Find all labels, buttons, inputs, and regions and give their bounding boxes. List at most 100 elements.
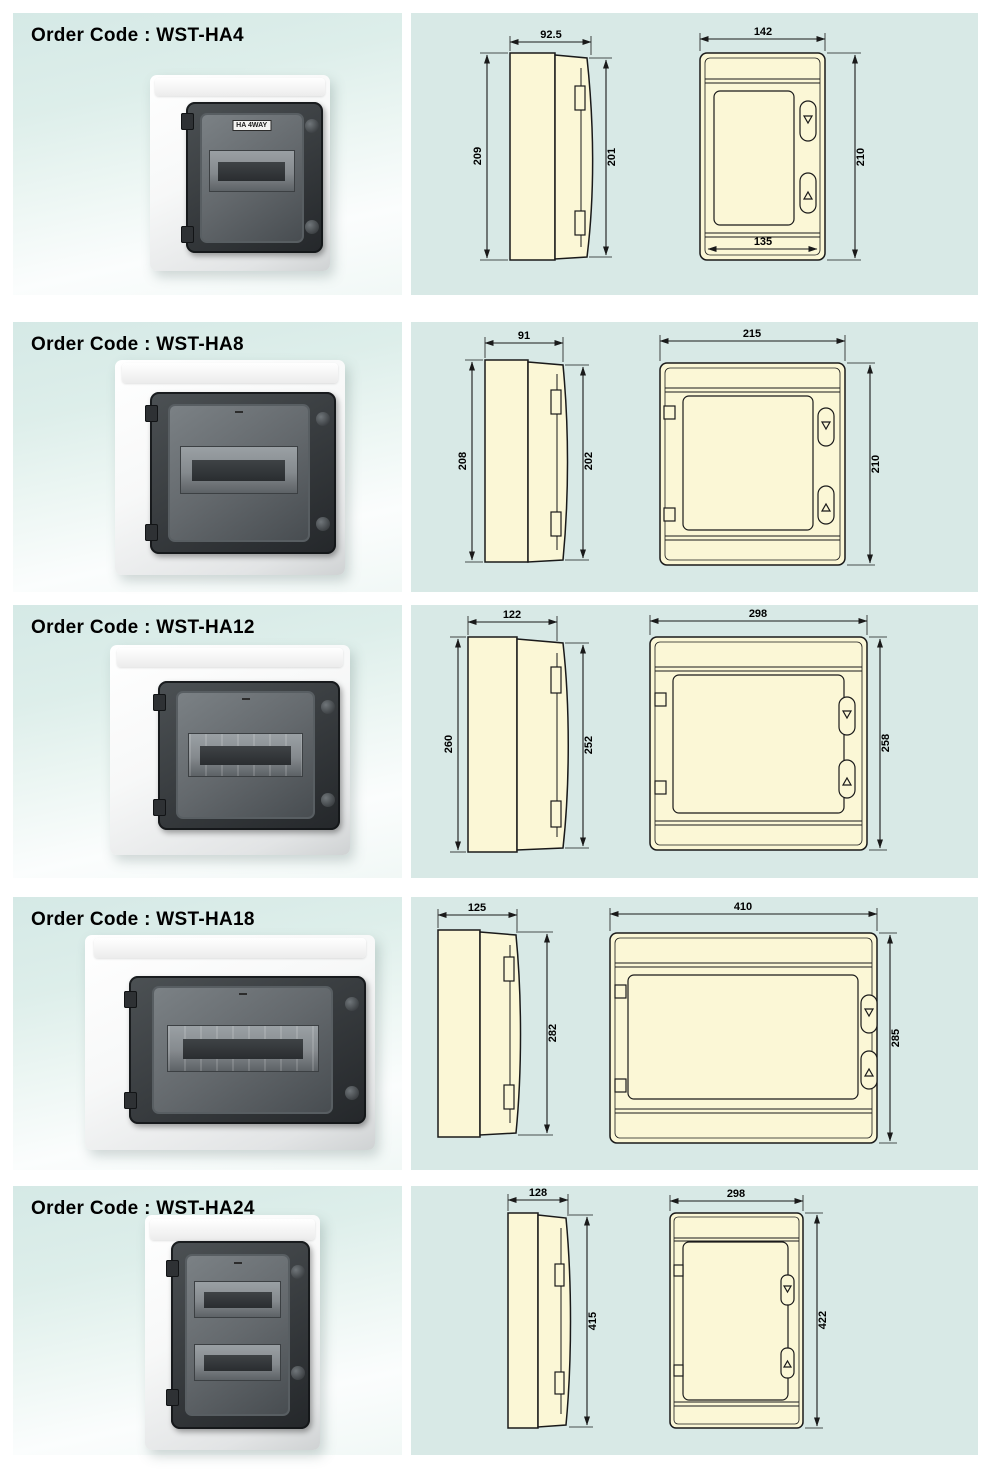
front-width-dim: 298: [749, 608, 767, 620]
door-window: [166, 1025, 319, 1072]
side-height-right-dim: 202: [583, 452, 595, 470]
hinge: [153, 694, 166, 712]
front-width-dim: 142: [754, 26, 772, 38]
breaker-strip: [200, 745, 292, 766]
door-frame: [152, 986, 334, 1114]
side-height-right-dim: 201: [606, 148, 618, 166]
technical-drawing-ha24: 128 415: [507, 1187, 829, 1429]
side-width-dim: 128: [529, 1187, 547, 1199]
front-view: 142 210 135: [699, 26, 867, 261]
front-view: 410 285: [609, 901, 902, 1144]
latch: [291, 1365, 306, 1380]
front-height-dim: 258: [880, 734, 892, 752]
door-frame: HA 4WAY: [199, 113, 304, 243]
front-height-dim: 210: [855, 148, 867, 166]
product-panel: Order Code : WST-HA4 HA 4WAY: [13, 13, 402, 295]
breaker-strip: [192, 459, 286, 481]
product-row-ha12: Order Code : WST-HA12: [0, 605, 1000, 878]
side-height-left-dim: 260: [443, 735, 455, 753]
enclosure-lid: [150, 1218, 315, 1240]
breaker-strip: [182, 1038, 303, 1060]
latch: [320, 700, 335, 715]
hinge: [144, 523, 158, 541]
enclosure-body: [85, 935, 375, 1150]
front-height-dim: 422: [817, 1311, 829, 1329]
enclosure-door: HA 4WAY: [181, 102, 323, 254]
product-photo: [110, 645, 350, 855]
product-photo: [145, 1215, 320, 1450]
side-height-left-dim: 208: [457, 452, 469, 470]
latch-arrow-down: [782, 1285, 793, 1294]
side-view: 125 282: [437, 902, 559, 1138]
latch: [320, 793, 335, 808]
door-label: [238, 993, 247, 996]
side-width-dim: 125: [468, 902, 486, 914]
latch: [345, 996, 360, 1011]
latch: [316, 411, 331, 426]
enclosure-door: [123, 975, 367, 1125]
front-width-dim: 215: [743, 328, 761, 340]
enclosure-door: [166, 1240, 310, 1429]
order-code-title: Order Code : WST-HA12: [31, 617, 255, 638]
door-frame: [185, 1254, 291, 1416]
door-window: [194, 1281, 282, 1318]
drawing-panel: 92.5 209 201: [411, 13, 978, 295]
door-label: [234, 410, 243, 413]
latch-arrow-down: [841, 710, 853, 720]
enclosure-body: [145, 1215, 320, 1450]
drawing-panel: 125 282: [411, 897, 978, 1170]
front-view: 298 258: [649, 608, 892, 851]
hinge: [123, 1092, 137, 1110]
product-row-ha8: Order Code : WST-HA8: [0, 322, 1000, 592]
side-height-right-dim: 252: [583, 736, 595, 754]
product-row-ha4: Order Code : WST-HA4 HA 4WAY: [0, 13, 1000, 295]
product-photo: HA 4WAY: [150, 75, 330, 271]
side-height-right-dim: 415: [587, 1312, 599, 1330]
enclosure-lid: [155, 77, 325, 96]
door-label: [233, 1262, 242, 1265]
hinge: [166, 1389, 180, 1407]
product-photo: [115, 360, 345, 575]
door-frame: [176, 691, 315, 820]
technical-drawing-ha18: 125 282: [437, 901, 902, 1144]
side-width-dim: 122: [503, 609, 521, 621]
drawing-panel: 91 208 202: [411, 322, 978, 592]
side-width-dim: 91: [518, 330, 530, 342]
enclosure-lid: [117, 648, 343, 668]
order-code-title: Order Code : WST-HA24: [31, 1198, 255, 1219]
breaker-strip: [203, 1355, 272, 1371]
hinge: [166, 1259, 180, 1277]
enclosure-body: [110, 645, 350, 855]
latch-arrow-down: [863, 1008, 875, 1018]
order-code-title: Order Code : WST-HA18: [31, 909, 255, 930]
enclosure-lid: [93, 938, 367, 958]
latch-arrow-up: [820, 502, 832, 512]
front-height-dim: 285: [890, 1029, 902, 1047]
door-label: [241, 698, 250, 701]
latch-arrow-up: [841, 776, 853, 786]
front-view: 215 210: [659, 328, 882, 566]
side-view: 128 415: [507, 1187, 599, 1429]
latch: [291, 1265, 306, 1280]
order-code-title: Order Code : WST-HA8: [31, 334, 244, 355]
latch: [304, 219, 319, 234]
latch-arrow-up: [802, 190, 814, 200]
latch-arrow-down: [802, 115, 814, 125]
side-height-left-dim: 209: [472, 147, 484, 165]
product-row-ha24: Order Code : WST-HA24: [0, 1186, 1000, 1455]
front-height-dim: 210: [870, 455, 882, 473]
side-view: 92.5 209 201: [472, 29, 618, 261]
latch: [304, 119, 319, 134]
enclosure-body: HA 4WAY: [150, 75, 330, 271]
hinge: [123, 990, 137, 1008]
enclosure-body: [115, 360, 345, 575]
door-window: [187, 732, 304, 778]
front-width-dim: 410: [734, 901, 752, 913]
hinge: [181, 113, 194, 130]
front-inner-width-dim: 135: [754, 236, 772, 248]
side-view: 91 208 202: [457, 330, 595, 563]
front-view: 298 422: [669, 1188, 829, 1429]
latch-arrow-up: [782, 1359, 793, 1368]
breaker-strip: [203, 1291, 272, 1308]
